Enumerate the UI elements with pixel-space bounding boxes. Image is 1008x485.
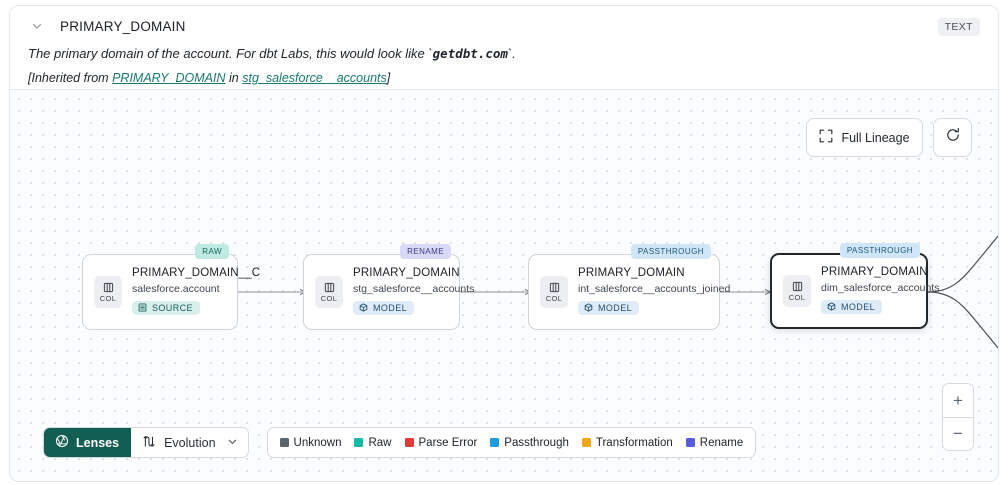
model-icon bbox=[584, 303, 593, 312]
legend-item-rename: Rename bbox=[685, 436, 744, 449]
evolution-dropdown[interactable]: Evolution bbox=[131, 428, 247, 457]
legend-item-parse-error: Parse Error bbox=[404, 436, 478, 449]
legend-swatch bbox=[279, 438, 289, 447]
lens-badge: PASSTHROUGH bbox=[839, 243, 920, 258]
node-title: PRIMARY_DOMAIN bbox=[821, 265, 928, 278]
flow-route-icon bbox=[142, 434, 157, 452]
inherited-prefix: [Inherited from bbox=[28, 71, 113, 86]
description-code: getdbt.com bbox=[432, 46, 508, 61]
node-type-pill: SOURCE bbox=[132, 300, 200, 315]
column-chip-label: COL bbox=[545, 293, 563, 303]
column-icon bbox=[324, 282, 335, 293]
node-type-label: MODEL bbox=[373, 302, 408, 313]
lens-legend: Unknown Raw Parse Error Passthrough bbox=[266, 427, 757, 458]
refresh-icon bbox=[945, 127, 961, 148]
model-icon bbox=[359, 303, 368, 312]
node-type-label: MODEL bbox=[598, 302, 633, 313]
legend-item-unknown: Unknown bbox=[279, 436, 342, 449]
legend-label: Rename bbox=[699, 436, 744, 449]
full-lineage-label: Full Lineage bbox=[841, 130, 910, 145]
canvas-toolbar: Lenses Evolution bbox=[43, 427, 757, 458]
legend-item-raw: Raw bbox=[354, 436, 392, 449]
node-type-pill: MODEL bbox=[353, 300, 415, 315]
legend-swatch bbox=[354, 438, 364, 447]
legend-swatch bbox=[404, 438, 414, 447]
legend-label: Parse Error bbox=[418, 436, 478, 449]
column-chip: COL bbox=[315, 276, 343, 308]
description-suffix: `. bbox=[507, 46, 516, 61]
lens-badge: PASSTHROUGH bbox=[630, 244, 711, 259]
lenses-segmented-control: Lenses Evolution bbox=[43, 427, 249, 458]
column-icon bbox=[792, 281, 803, 292]
inherited-model-link[interactable]: stg_salesforce__accounts bbox=[242, 71, 387, 86]
expand-icon bbox=[819, 129, 833, 146]
column-chip-label: COL bbox=[320, 293, 338, 303]
node-subtitle: stg_salesforce__accounts bbox=[353, 282, 475, 295]
inherited-suffix: ] bbox=[386, 71, 391, 86]
node-type-label: MODEL bbox=[841, 301, 876, 312]
evolution-label: Evolution bbox=[164, 435, 216, 450]
node-type-pill: MODEL bbox=[578, 300, 640, 315]
legend-swatch bbox=[490, 438, 500, 447]
lens-badge: RENAME bbox=[400, 244, 451, 259]
column-chip: COL bbox=[94, 276, 122, 308]
column-chip-label: COL bbox=[99, 293, 117, 303]
legend-swatch bbox=[581, 438, 591, 447]
model-icon bbox=[827, 302, 836, 311]
lineage-canvas[interactable]: Full Lineage + − RAW bbox=[10, 89, 998, 481]
legend-swatch bbox=[685, 438, 695, 447]
node-type-label: SOURCE bbox=[152, 302, 193, 313]
full-lineage-button[interactable]: Full Lineage bbox=[806, 118, 923, 157]
lineage-node-int[interactable]: PASSTHROUGH COL PRIMARY_DOMAIN i bbox=[528, 244, 731, 330]
lens-badge: RAW bbox=[195, 244, 229, 259]
legend-label: Transformation bbox=[595, 436, 673, 449]
lineage-node-dim-selected[interactable]: PASSTHROUGH COL PRIMARY_DOMAIN d bbox=[770, 243, 940, 329]
description-text: The primary domain of the account. For d… bbox=[28, 46, 433, 61]
refresh-button[interactable] bbox=[933, 118, 972, 157]
chevron-down-icon[interactable] bbox=[28, 17, 46, 35]
column-chip: COL bbox=[540, 276, 568, 308]
legend-label: Raw bbox=[368, 436, 392, 449]
zoom-out-button[interactable]: − bbox=[943, 417, 973, 450]
chevron-down-icon bbox=[227, 436, 238, 450]
node-subtitle: int_salesforce__accounts_joined bbox=[578, 282, 731, 295]
inherited-from-line: [Inherited from PRIMARY_DOMAIN in stg_sa… bbox=[28, 71, 980, 85]
column-description: The primary domain of the account. For d… bbox=[28, 46, 980, 62]
inherited-column-link[interactable]: PRIMARY_DOMAIN bbox=[112, 71, 226, 86]
lineage-edges bbox=[238, 235, 998, 349]
node-type-pill: MODEL bbox=[821, 299, 883, 314]
column-header: PRIMARY_DOMAIN TEXT The primary domain o… bbox=[10, 6, 998, 88]
node-title: PRIMARY_DOMAIN__C bbox=[132, 266, 261, 279]
node-subtitle: dim_salesforce_accounts bbox=[821, 281, 940, 294]
source-icon bbox=[138, 303, 147, 312]
node-subtitle: salesforce.account bbox=[132, 282, 220, 295]
lenses-button[interactable]: Lenses bbox=[44, 428, 132, 457]
column-icon bbox=[103, 282, 114, 293]
page-title: PRIMARY_DOMAIN bbox=[60, 18, 186, 34]
lineage-node-source[interactable]: RAW COL PRIMARY_DOMAIN__C salesf bbox=[82, 244, 261, 330]
node-title: PRIMARY_DOMAIN bbox=[578, 266, 685, 279]
inherited-mid: in bbox=[225, 71, 243, 86]
legend-label: Passthrough bbox=[504, 436, 569, 449]
aperture-icon bbox=[55, 434, 69, 451]
column-chip: COL bbox=[783, 275, 811, 307]
zoom-controls: + − bbox=[942, 383, 974, 451]
legend-item-passthrough: Passthrough bbox=[490, 437, 569, 449]
column-detail-card: PRIMARY_DOMAIN TEXT The primary domain o… bbox=[9, 5, 999, 482]
legend-label: Unknown bbox=[293, 436, 342, 449]
column-icon bbox=[549, 282, 560, 293]
lineage-node-stg[interactable]: RENAME COL PRIMARY_DOMAIN stg_sa bbox=[303, 244, 475, 330]
column-chip-label: COL bbox=[788, 292, 806, 302]
zoom-in-button[interactable]: + bbox=[943, 384, 973, 417]
legend-item-transformation: Transformation bbox=[581, 436, 673, 449]
type-badge: TEXT bbox=[937, 18, 980, 36]
node-title: PRIMARY_DOMAIN bbox=[353, 266, 460, 279]
lenses-label: Lenses bbox=[76, 435, 120, 450]
